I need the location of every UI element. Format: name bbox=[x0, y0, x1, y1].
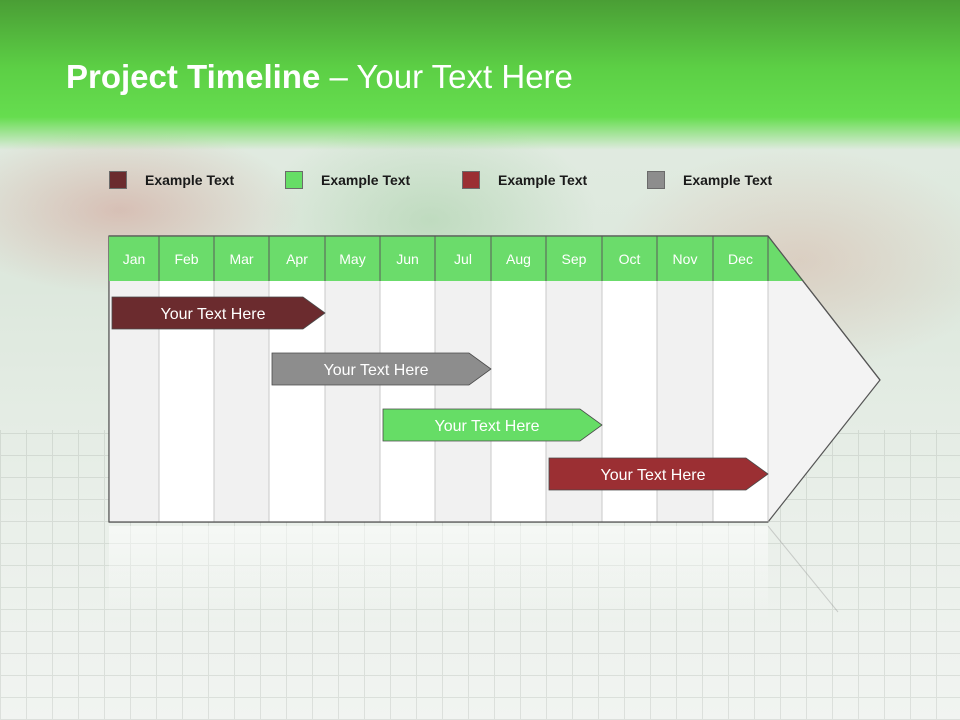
legend-swatch bbox=[285, 171, 303, 189]
arrow-upper-edge bbox=[767, 235, 881, 381]
task-bar: Your Text Here bbox=[548, 457, 769, 491]
reflection-panel bbox=[109, 526, 768, 622]
task-arrow bbox=[111, 296, 326, 330]
month-label: Feb bbox=[174, 251, 198, 267]
task-label: Your Text Here bbox=[324, 362, 429, 379]
month-column bbox=[380, 281, 435, 522]
title-rest: – Your Text Here bbox=[320, 58, 573, 95]
task-label: Your Text Here bbox=[435, 418, 540, 435]
task-arrow bbox=[271, 352, 492, 386]
legend-label: Example Text bbox=[321, 172, 411, 188]
month-label: Aug bbox=[506, 251, 531, 267]
month-label: Jun bbox=[396, 251, 419, 267]
month-label: Mar bbox=[229, 251, 253, 267]
month-label: Nov bbox=[673, 251, 698, 267]
month-label: Jul bbox=[454, 251, 472, 267]
title-bold: Project Timeline bbox=[66, 58, 321, 95]
month-label: Jan bbox=[123, 251, 146, 267]
task-arrow bbox=[548, 457, 769, 491]
reflection-arrow-edge bbox=[767, 525, 839, 613]
task-bar: Your Text Here bbox=[382, 408, 603, 442]
legend-swatch bbox=[462, 171, 480, 189]
task-label: Your Text Here bbox=[601, 467, 706, 484]
month-column bbox=[435, 281, 491, 522]
legend-swatch bbox=[647, 171, 665, 189]
month-header-band bbox=[109, 236, 804, 281]
task-bar: Your Text Here bbox=[271, 352, 492, 386]
task-arrow bbox=[382, 408, 603, 442]
slide-title: Project Timeline – Your Text Here bbox=[66, 58, 573, 96]
timeline-reflection bbox=[108, 525, 839, 622]
month-column bbox=[325, 281, 380, 522]
legend-label: Example Text bbox=[145, 172, 235, 188]
month-label: Oct bbox=[619, 251, 641, 267]
month-label: Dec bbox=[728, 251, 753, 267]
title-banner bbox=[0, 0, 960, 150]
legend-swatch bbox=[109, 171, 127, 189]
legend-label: Example Text bbox=[498, 172, 588, 188]
month-label: May bbox=[339, 251, 365, 267]
month-label: Apr bbox=[286, 251, 308, 267]
legend-label: Example Text bbox=[683, 172, 773, 188]
month-label: Sep bbox=[562, 251, 587, 267]
task-bar: Your Text Here bbox=[111, 296, 326, 330]
task-label: Your Text Here bbox=[161, 306, 266, 323]
month-column bbox=[491, 281, 546, 522]
month-header: Jan Feb Mar Apr May Jun Jul Aug Sep Oct Nov Dec bbox=[109, 235, 881, 381]
